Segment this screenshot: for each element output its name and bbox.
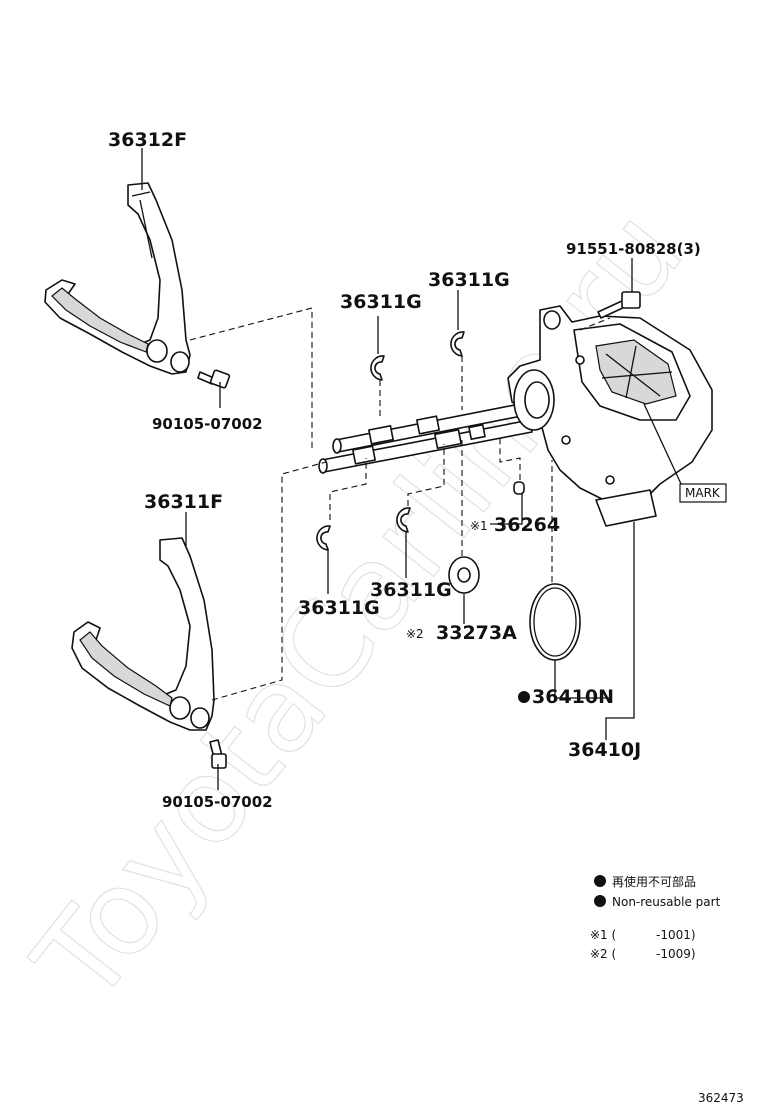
legend-note1-value: -1001) bbox=[656, 928, 696, 942]
mark-tag: MARK bbox=[679, 483, 727, 503]
note-mark-pin: ※1 bbox=[470, 519, 488, 533]
legend-dot-jp bbox=[594, 875, 606, 887]
o-ring[interactable] bbox=[529, 583, 581, 661]
legend-note1-mark: ※1 ( bbox=[590, 928, 616, 942]
label-washer: 33273A bbox=[436, 622, 517, 644]
assembly-guide-lines bbox=[189, 307, 611, 701]
legend-note2-value: -1009) bbox=[656, 947, 696, 961]
figure-id: 362473 bbox=[698, 1091, 744, 1105]
label-36312F: 36312F bbox=[108, 129, 187, 151]
note-mark-washer: ※2 bbox=[406, 627, 424, 641]
label-assembly: 36410J bbox=[568, 739, 641, 761]
label-pin: 36264 bbox=[494, 514, 560, 536]
legend-dot-en bbox=[594, 895, 606, 907]
non-reusable-dot bbox=[518, 691, 530, 703]
legend-note2-mark: ※2 ( bbox=[590, 947, 616, 961]
snap-ring-b[interactable] bbox=[450, 331, 465, 357]
label-bolt-lower: 90105-07002 bbox=[162, 793, 273, 811]
shift-fork-upper[interactable] bbox=[44, 182, 191, 375]
shift-shaft-lower[interactable] bbox=[318, 419, 533, 474]
mark-label: MARK bbox=[685, 486, 721, 500]
bolt-lower[interactable] bbox=[209, 739, 227, 769]
snap-ring-a[interactable] bbox=[370, 355, 385, 381]
label-ring-c: 36311G bbox=[298, 597, 380, 619]
leader-lines bbox=[141, 148, 683, 790]
label-cover-bolt: 91551-80828(3) bbox=[566, 240, 701, 258]
washer[interactable] bbox=[448, 556, 480, 594]
pin[interactable] bbox=[513, 481, 525, 495]
label-ring-a: 36311G bbox=[340, 291, 422, 313]
shift-fork-lower[interactable] bbox=[71, 537, 215, 731]
cover-bolt[interactable] bbox=[597, 291, 641, 319]
label-ring-b: 36311G bbox=[428, 269, 510, 291]
legend: 再使用不可部品 Non-reusable part ※1 ( -1001) ※2… bbox=[590, 874, 721, 961]
legend-non-reusable-jp: 再使用不可部品 bbox=[612, 874, 696, 889]
label-bolt-upper: 90105-07002 bbox=[152, 415, 263, 433]
label-ring-d: 36311G bbox=[370, 579, 452, 601]
bolt-upper[interactable] bbox=[197, 369, 231, 389]
label-36311F: 36311F bbox=[144, 491, 223, 513]
legend-non-reusable-en: Non-reusable part bbox=[612, 895, 721, 909]
label-o-ring: 36410N bbox=[532, 686, 614, 708]
shift-actuator-assembly[interactable] bbox=[507, 305, 713, 527]
snap-ring-d[interactable] bbox=[396, 507, 411, 533]
